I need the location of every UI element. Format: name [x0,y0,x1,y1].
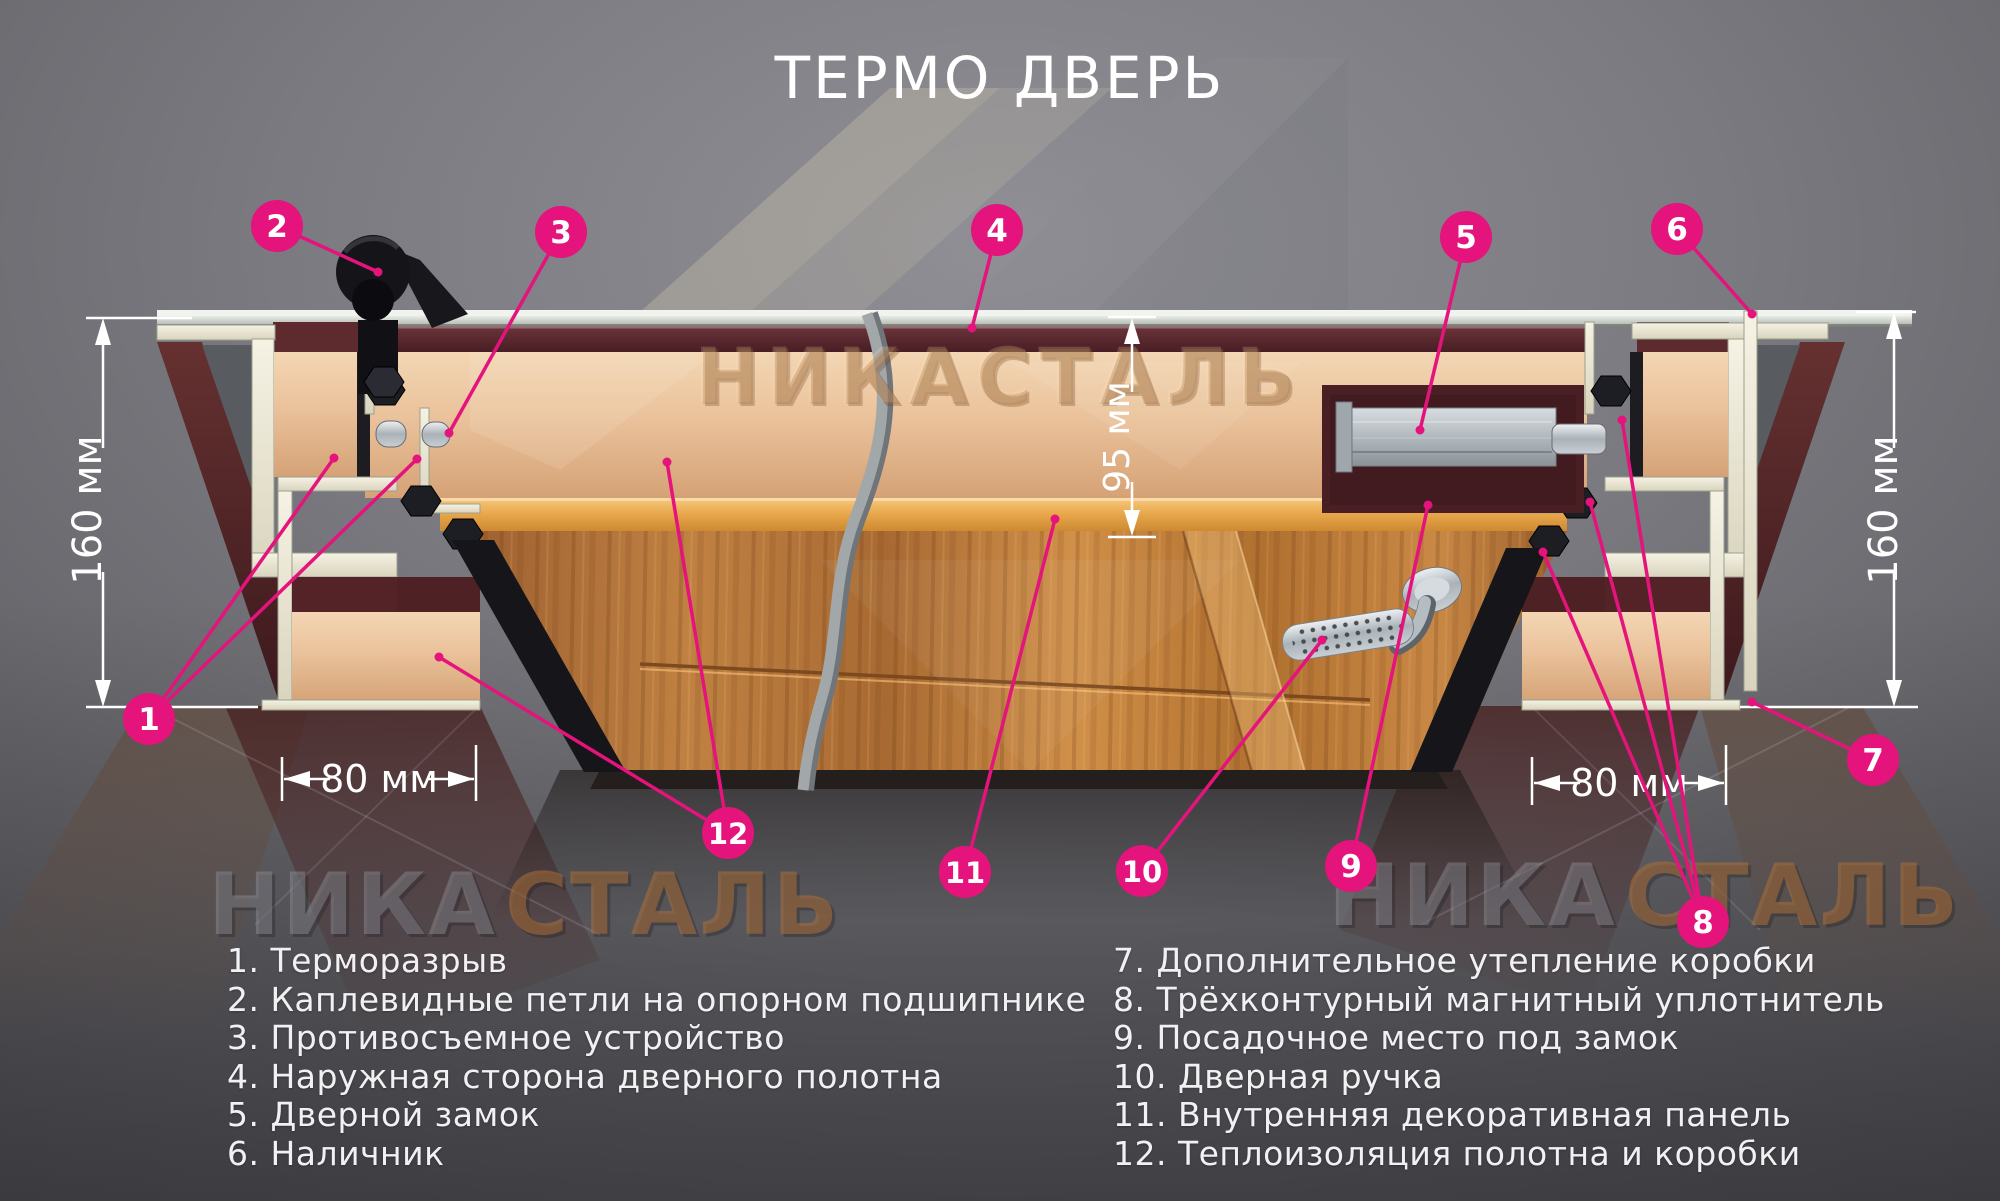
marker-2: 2 [251,200,383,277]
svg-text:8: 8 [1692,905,1714,941]
dim-right-height: 160 мм [1740,310,1918,709]
svg-text:НИКАСТАЛЬ: НИКАСТАЛЬ [694,331,1302,420]
right-frame-jamb [1281,310,1845,772]
svg-text:2: 2 [266,209,288,245]
legend-item-1: 1. Терморазрыв [227,941,508,980]
legend-item-10: 10. Дверная ручка [1113,1056,1444,1096]
svg-text:НИКАСТАЛЬ: НИКАСТАЛЬ [698,335,1306,424]
svg-text:9: 9 [1340,849,1362,885]
svg-text:11: 11 [945,856,985,890]
logo-motif-shapes [620,58,1348,330]
svg-text:6: 6 [1666,212,1688,248]
legend-item-4: 4. Наружная сторона дверного полотна [227,1056,943,1096]
outer-steel-sheet [157,310,1912,316]
marker-6: 6 [1651,203,1757,319]
legend-item-3: 3. Противосъемное устройство [227,1018,785,1057]
dim-left-height: 160 мм [65,316,258,709]
svg-text:1: 1 [138,702,160,738]
left-frame-inner-profile [277,476,398,704]
legend-column-right: 7. Дополнительное утепление коробки 8. Т… [1113,941,1885,1173]
svg-text:НИКАСТАЛЬ: НИКАСТАЛЬ [696,333,1304,422]
legend-item-8: 8. Трёхконтурный магнитный уплотнитель [1113,979,1885,1019]
svg-text:4: 4 [986,213,1008,249]
legend-column-left: 1. Терморазрыв 2. Каплевидные петли на о… [227,941,1087,1173]
dim-left-depth: 80 мм [280,745,478,801]
watermark-bottom-left: НИКАСТАЛЬ НИКАСТАЛЬ [208,855,843,958]
architrave-trim [1743,310,1758,692]
svg-text:5: 5 [1455,220,1477,256]
left-frame-insulation-upper [274,352,363,477]
door-leaf-section: НИКАСТАЛЬ НИКАСТАЛЬ НИКАСТАЛЬ [157,310,1912,791]
marker-3: 3 [444,206,587,438]
marker-12: 12 [434,457,754,859]
outer-decor-panel [365,326,1587,352]
legend-item-9: 9. Посадочное место под замок [1113,1018,1680,1057]
svg-text:160 мм: 160 мм [1861,435,1907,584]
svg-text:7: 7 [1862,743,1884,779]
door-lock [1322,385,1607,513]
door-hinge [336,235,468,398]
legend-item-7: 7. Дополнительное утепление коробки [1113,941,1816,980]
svg-text:95 мм: 95 мм [1097,381,1138,493]
left-frame-steel-profile [156,324,398,578]
dim-leaf-thickness: 95 мм [1097,315,1156,539]
legend-item-5: 5. Дверной замок [227,1095,540,1134]
magnetic-seal [400,485,442,517]
callout-markers: 1 2 3 4 5 6 [123,200,1899,948]
svg-text:160 мм: 160 мм [65,435,111,584]
right-frame-steel-profile [1604,322,1829,578]
left-frame-extra-insulation-edge [261,699,481,711]
marker-9: 9 [1325,500,1433,892]
legend-item-6: 6. Наличник [227,1133,445,1173]
right-frame-insulation-upper [1639,352,1728,477]
left-frame-jamb [156,235,626,772]
lock-body [1339,407,1557,467]
marker-1: 1 [123,453,422,745]
left-frame-insulation-lower [292,612,480,703]
marker-4: 4 [967,204,1023,333]
right-frame-insulation-lower [1522,612,1710,703]
marker-10: 10 [1116,635,1327,897]
magnetic-seal [1590,375,1632,407]
legend-item-11: 11. Внутренняя декоративная панель [1113,1095,1792,1134]
svg-text:12: 12 [708,817,748,851]
right-frame-inner-profile [1604,476,1725,704]
watermark-bottom-right: НИКАСТАЛЬ НИКАСТАЛЬ [1328,846,1961,949]
marker-8: 8 [1538,415,1729,948]
legend-item-2: 2. Каплевидные петли на опорном подшипни… [227,979,1087,1019]
svg-text:НИКАСТАЛЬ: НИКАСТАЛЬ [208,855,840,955]
marker-5: 5 [1415,211,1492,435]
inner-decor-panel [470,530,1567,773]
svg-text:НИКАСТАЛЬ: НИКАСТАЛЬ [1328,846,1960,946]
svg-text:80 мм: 80 мм [320,757,438,801]
watermark-center: НИКАСТАЛЬ НИКАСТАЛЬ НИКАСТАЛЬ [694,331,1306,424]
svg-text:НИКАСТАЛЬ: НИКАСТАЛЬ [211,858,843,958]
page-title: ТЕРМО ДВЕРЬ [774,44,1226,112]
section-break-curve [797,311,894,791]
marker-11: 11 [939,514,1060,898]
floor-shadows [0,706,2000,1045]
marker-7: 7 [1747,697,1899,786]
svg-text:10: 10 [1122,855,1162,889]
lock-bolt [1551,423,1607,455]
legend-item-12: 12. Теплоизоляция полотна и коробки [1113,1133,1801,1173]
svg-text:3: 3 [550,215,572,251]
right-frame-extra-insulation-edge [1521,699,1741,711]
